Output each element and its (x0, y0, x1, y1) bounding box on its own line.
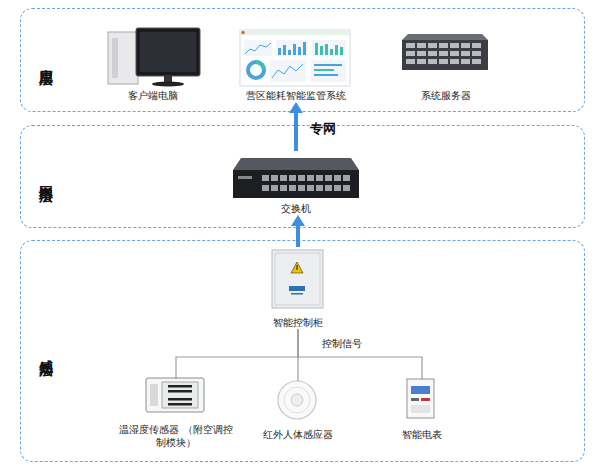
sensor-illustration (146, 378, 204, 412)
signal-line (298, 329, 422, 379)
flow-arrow (289, 102, 303, 151)
signal-line (176, 329, 298, 379)
device-node: 客户端电脑 (101, 25, 205, 102)
arrow-head (289, 102, 303, 113)
connector-line (294, 111, 298, 151)
dashboard-illustration (240, 30, 350, 86)
device-label: 智能控制柜 (273, 316, 323, 329)
device-node: 交换机 (231, 151, 361, 215)
server-illustration (402, 34, 488, 70)
device-label: 客户端电脑 (128, 89, 178, 102)
signal-line (298, 329, 299, 381)
connector-line (296, 224, 300, 247)
device-label: 营区能耗智能监管系统 (246, 89, 346, 102)
device-label: 交换机 (281, 202, 311, 215)
ir-sensor-illustration (278, 381, 316, 419)
device-node: 营区能耗智能监管系统 (226, 25, 366, 102)
edge-label: 控制信号 (322, 337, 362, 351)
layer-title: 应用层 (37, 57, 55, 63)
connector-line (298, 329, 422, 379)
device-label: 温湿度传感器 （附空调控制模块） (116, 423, 236, 449)
meter-illustration (407, 379, 434, 418)
device-label: 系统服务器 (421, 89, 471, 102)
pc-illustration (108, 28, 200, 87)
edge-label: 专网 (310, 120, 336, 138)
connector-line (176, 329, 298, 379)
layer-title: 网络层 (37, 174, 55, 180)
layer-band: 感知层 智能控制柜温湿度传感器 （附空调控制模块） 红外人体感应器 智能电表 (20, 240, 585, 462)
connector-line (297, 329, 298, 381)
cabinet-illustration (272, 250, 323, 308)
arrow-head (291, 215, 305, 226)
device-node: 温湿度传感器 （附空调控制模块） (116, 379, 236, 449)
device-node: 系统服务器 (393, 25, 499, 102)
device-label: 红外人体感应器 (263, 428, 333, 441)
flow-arrow (291, 215, 305, 247)
layer-band: 应用层客户端电脑 营区能耗智能监管系统 系统服务器 (20, 8, 585, 112)
layer-title: 感知层 (37, 348, 55, 354)
device-label: 智能电表 (402, 428, 442, 441)
device-node: 智能控制柜 (259, 247, 337, 329)
layer-band: 网络层交换机 (20, 125, 585, 228)
device-node: 红外人体感应器 (248, 381, 348, 441)
switch-illustration (233, 158, 359, 198)
device-node: 智能电表 (386, 379, 458, 441)
